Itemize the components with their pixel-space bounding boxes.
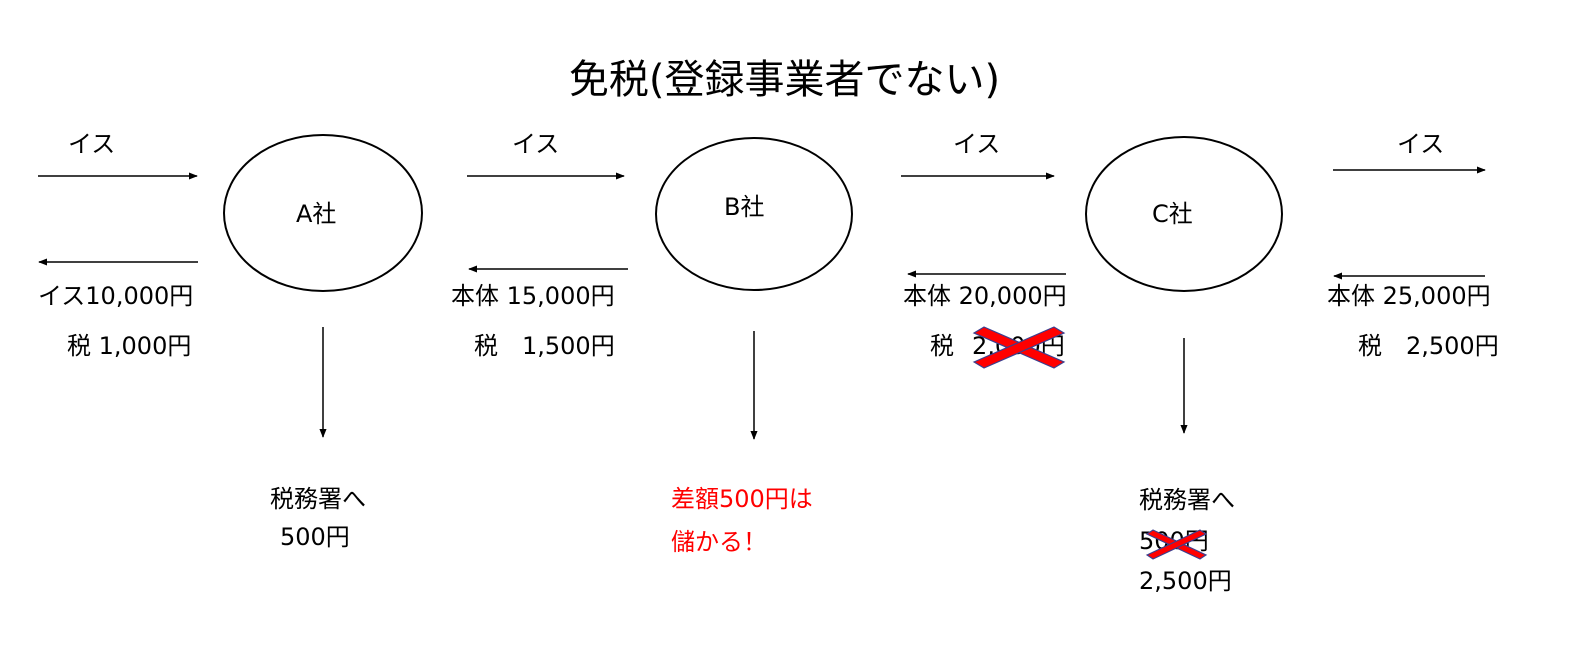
goods-label-4: イス bbox=[1397, 130, 1445, 158]
company-b-circle bbox=[655, 137, 853, 291]
tax-office-c-line1: 税務署へ bbox=[1139, 486, 1235, 514]
payment-3-body: 本体 20,000円 bbox=[903, 282, 1067, 310]
company-a-label: A社 bbox=[296, 200, 337, 228]
goods-label-3: イス bbox=[953, 130, 1001, 158]
payment-1-tax: 税 1,000円 bbox=[67, 332, 192, 360]
profit-note-line1: 差額500円は bbox=[671, 485, 813, 513]
company-c-circle bbox=[1085, 136, 1283, 292]
tax-office-c-line3: 2,500円 bbox=[1139, 567, 1232, 595]
cross-mark-icon bbox=[972, 326, 1066, 369]
diagram-title: 免税(登録事業者でない) bbox=[568, 57, 1001, 103]
payment-1-body: イス10,000円 bbox=[38, 282, 194, 310]
payment-2-tax: 税 1,500円 bbox=[474, 332, 615, 360]
company-a-circle bbox=[223, 134, 423, 292]
payment-4-body: 本体 25,000円 bbox=[1327, 282, 1491, 310]
profit-note-line2: 儲かる！ bbox=[671, 528, 767, 556]
company-c-label: C社 bbox=[1152, 200, 1193, 228]
goods-label-2: イス bbox=[512, 130, 560, 158]
payment-3-tax-prefix: 税 bbox=[930, 332, 954, 360]
payment-4-tax: 税 2,500円 bbox=[1358, 332, 1499, 360]
payment-2-body: 本体 15,000円 bbox=[451, 282, 615, 310]
company-b-label: B社 bbox=[724, 193, 765, 221]
cross-mark-icon bbox=[1145, 529, 1208, 560]
goods-label-1: イス bbox=[68, 130, 116, 158]
tax-office-a-line1: 税務署へ bbox=[270, 485, 366, 513]
tax-office-a-line2: 500円 bbox=[280, 523, 350, 551]
